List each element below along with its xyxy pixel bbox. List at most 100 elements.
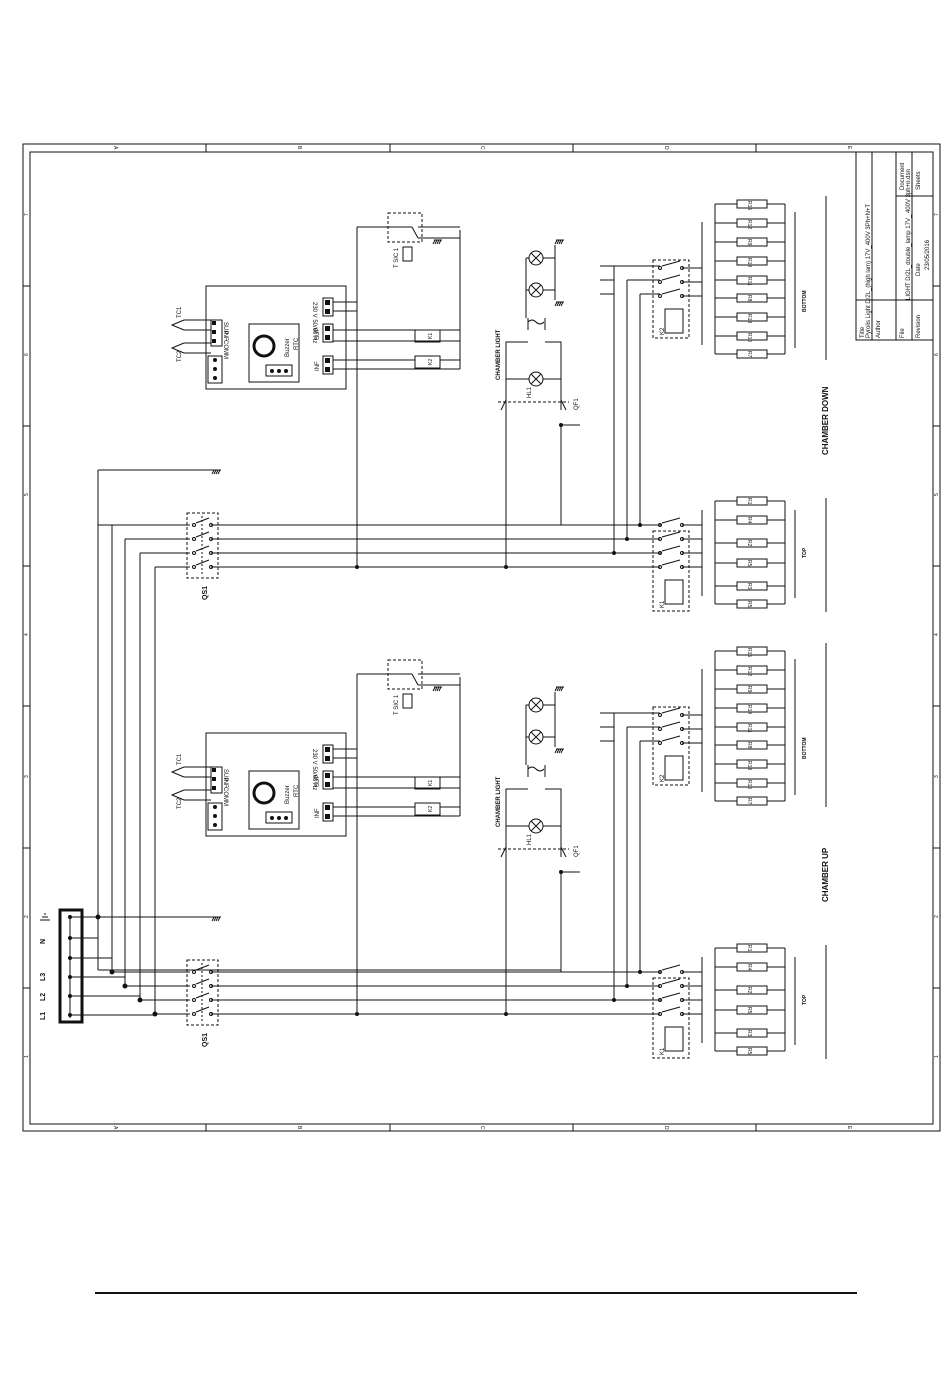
author-label: Author bbox=[876, 320, 882, 338]
resistor-label: R11 bbox=[746, 277, 752, 286]
top-group-label: TOP bbox=[802, 547, 808, 558]
lamp-label: HL1 bbox=[527, 386, 533, 398]
main-bus-wiring bbox=[70, 469, 561, 1017]
controller-terminal-comm: COMM bbox=[222, 340, 228, 359]
title-label: Title bbox=[860, 326, 866, 338]
footer-rule bbox=[95, 1292, 857, 1294]
controller-sup-label: SUP bbox=[315, 328, 321, 340]
tick-label-left: 7 bbox=[24, 213, 30, 216]
supply-terminal-label: L2 bbox=[40, 993, 47, 1001]
resistor-label: R12 bbox=[746, 220, 752, 229]
coil-k1-label: K1 bbox=[428, 333, 434, 339]
contactor-top-label: K1 bbox=[660, 600, 666, 608]
tick-label-left: 6 bbox=[24, 353, 30, 356]
title-block-text: Title Pyrolis Light D/2L_(high lam) 17V_… bbox=[860, 162, 931, 338]
title-value: Pyrolis Light D/2L_(high lam) 17V_400V 3… bbox=[866, 204, 872, 338]
tick-label-top: D bbox=[663, 146, 669, 150]
tick-label-bottom: D bbox=[663, 1126, 669, 1130]
tick-label-top: C bbox=[479, 146, 485, 150]
tick-label-bottom: C bbox=[479, 1126, 485, 1130]
controller-buzzer-label: Buzzer bbox=[285, 785, 291, 804]
controller-terminal-inf: INF bbox=[222, 331, 228, 341]
bottom-group-label: BOTTOM bbox=[802, 737, 808, 759]
coil-k2-label: K2 bbox=[428, 806, 434, 812]
thermostat-label: T SIC 1 bbox=[394, 694, 400, 715]
tc1-label: TC1 bbox=[177, 306, 183, 318]
resistor-label: R2 bbox=[746, 540, 752, 547]
top-group-label: TOP bbox=[802, 994, 808, 1005]
tick-label-right: 5 bbox=[934, 493, 940, 496]
resistor-label: R3 bbox=[746, 583, 752, 590]
controller-supply-label: 230 V 50/60 Hz bbox=[311, 302, 317, 343]
controller-rtc-label: RTC bbox=[294, 784, 300, 797]
controller-rtc-label: RTC bbox=[294, 337, 300, 350]
file-value: LIGHT D/2L_double_lamp 17V_ 400V 3ph+n.d… bbox=[906, 169, 912, 300]
resistor-label: R7 bbox=[746, 351, 752, 358]
chamber-label: CHAMBER DOWN bbox=[821, 386, 830, 455]
resistor-label: R5 bbox=[746, 560, 752, 567]
title-block bbox=[855, 151, 934, 341]
resistor-label: R4 bbox=[746, 517, 752, 524]
coil-k2-label: K2 bbox=[428, 359, 434, 365]
tc2-label: TC2 bbox=[177, 350, 183, 362]
controller-supply-label: 230 V 50/60 Hz bbox=[311, 749, 317, 790]
resistor-label: R10 bbox=[746, 333, 752, 342]
supply-terminal-label: L1 bbox=[40, 1012, 47, 1020]
resistor-label: R2 bbox=[746, 987, 752, 994]
breaker-label: QF1 bbox=[574, 845, 580, 857]
contactor-top-label: K1 bbox=[660, 1047, 666, 1055]
tick-label-right: 4 bbox=[934, 633, 940, 636]
controller-inf-label: INF bbox=[315, 361, 321, 371]
resistor-label: R8 bbox=[746, 295, 752, 302]
controller-terminal-sup: SUP bbox=[222, 769, 228, 781]
chamber-light-label: CHAMBER LIGHT bbox=[496, 776, 502, 827]
tick-label-left: 5 bbox=[24, 493, 30, 496]
controller-sup-label: SUP bbox=[315, 775, 321, 787]
resistor-label: R14 bbox=[746, 705, 752, 714]
breaker-label: QF1 bbox=[574, 398, 580, 410]
resistor-label: R13 bbox=[746, 314, 752, 323]
resistor-label: R9 bbox=[746, 686, 752, 693]
bottom-group-label: BOTTOM bbox=[802, 290, 808, 312]
date-value: 23/05/2016 bbox=[925, 239, 931, 270]
document-label: Document bbox=[900, 162, 906, 190]
controller-buzzer-label: Buzzer bbox=[285, 338, 291, 357]
resistor-label: R3 bbox=[746, 1030, 752, 1037]
revision-label: Revision bbox=[916, 315, 922, 338]
chamber-light-label: CHAMBER LIGHT bbox=[496, 329, 502, 380]
resistor-label: R4 bbox=[746, 964, 752, 971]
coil-k1-label: K1 bbox=[428, 780, 434, 786]
tick-label-bottom: A bbox=[112, 1126, 118, 1130]
lamp-label: HL1 bbox=[527, 833, 533, 845]
resistor-label: R14 bbox=[746, 258, 752, 267]
tick-label-right: 1 bbox=[934, 1055, 940, 1058]
file-label: File bbox=[900, 328, 906, 338]
tc1-label: TC1 bbox=[177, 753, 183, 765]
frame-ticks bbox=[23, 144, 940, 1131]
resistor-label: R13 bbox=[746, 761, 752, 770]
resistor-label: R15 bbox=[746, 201, 752, 210]
resistor-label: R1 bbox=[746, 498, 752, 505]
resistor-label: R1 bbox=[746, 945, 752, 952]
tick-label-bottom: B bbox=[296, 1126, 302, 1130]
controller-terminal-sup: SUP bbox=[222, 322, 228, 334]
controller-terminal-inf: INF bbox=[222, 778, 228, 788]
tick-label-left: 2 bbox=[24, 915, 30, 918]
supply-terminal-label: N bbox=[40, 939, 47, 944]
resistor-label: R5 bbox=[746, 601, 752, 608]
controller-inf-label: INF bbox=[315, 808, 321, 818]
tick-label-right: 6 bbox=[934, 353, 940, 356]
tick-label-left: 4 bbox=[24, 633, 30, 636]
resistor-label: R11 bbox=[746, 724, 752, 733]
switch-label: QS1 bbox=[202, 586, 209, 600]
resistor-label: R10 bbox=[746, 780, 752, 789]
resistor-label: R8 bbox=[746, 742, 752, 749]
tick-label-left: 1 bbox=[24, 1055, 30, 1058]
tick-label-top: A bbox=[112, 146, 118, 150]
contactor-bottom-label: K2 bbox=[660, 774, 666, 782]
